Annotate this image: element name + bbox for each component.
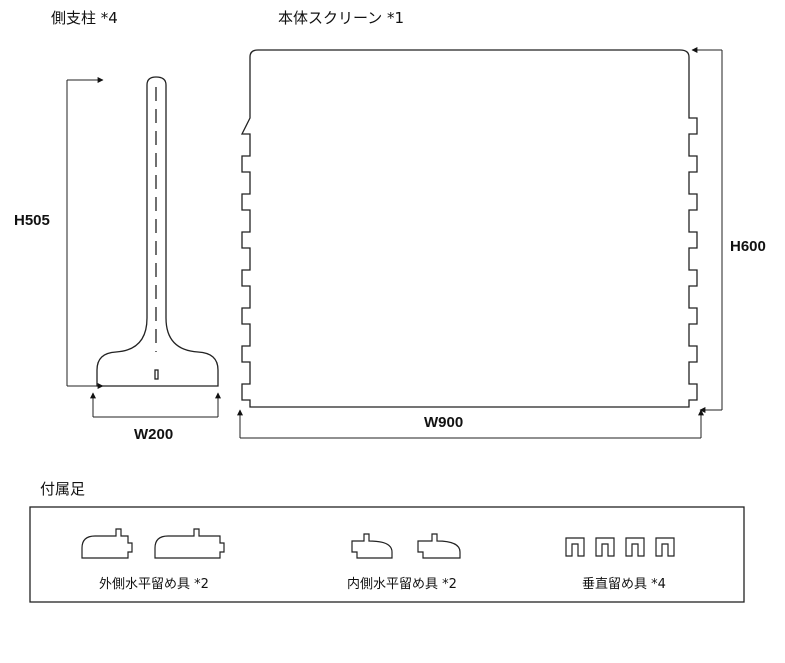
pillar-height-dimension: [66, 77, 104, 389]
screen-height-label: H600: [730, 238, 766, 255]
accessories-box: [29, 506, 745, 603]
screen-width-dimension: [237, 409, 704, 439]
inner-horizontal-caption: 内側水平留め具 *2: [347, 577, 457, 592]
accessories-title: 付属足: [40, 480, 86, 498]
outer-horizontal-fastener-parts: [81, 528, 225, 559]
inner-horizontal-fastener-parts: [351, 533, 461, 559]
pillar-width-dimension: [90, 392, 221, 418]
side-pillar-title: 側支柱 *4: [51, 9, 118, 27]
pillar-width-label: W200: [134, 426, 174, 443]
vertical-caption: 垂直留め具 *4: [582, 577, 666, 592]
side-pillar-drawing: [96, 76, 219, 387]
main-screen-title: 本体スクリーン *1: [278, 9, 405, 27]
outer-horizontal-caption: 外側水平留め具 *2: [99, 577, 209, 592]
screen-width-label: W900: [424, 414, 464, 431]
vertical-fastener-parts: [565, 537, 675, 557]
main-screen-drawing: [240, 49, 698, 408]
pillar-height-label: H505: [14, 212, 50, 229]
